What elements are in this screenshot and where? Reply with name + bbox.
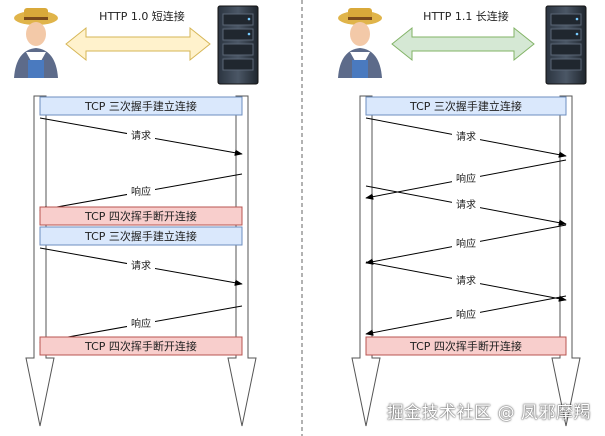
server-lifeline xyxy=(551,95,581,427)
tcp-handshake-box xyxy=(39,96,243,116)
step-label: TCP 三次握手建立连接 xyxy=(84,99,197,113)
step-label: TCP 三次握手建立连接 xyxy=(409,99,522,113)
message-label-bg xyxy=(452,273,480,287)
panel-title: HTTP 1.1 长连接 xyxy=(423,10,509,23)
server-lifeline xyxy=(227,95,257,427)
farmer-client-icon xyxy=(338,8,382,78)
message-label-bg xyxy=(127,258,155,272)
client-lifeline xyxy=(25,95,55,427)
tcp-teardown-box xyxy=(365,336,567,356)
response-label: 响应 xyxy=(456,172,476,185)
message-label-bg xyxy=(452,236,480,250)
panel-http11: HTTP 1.1 长连接 TCP 三次握手建立连接请求响应请求响应请求响应TCP… xyxy=(338,5,587,427)
farmer-client-icon xyxy=(14,8,58,78)
response-label: 响应 xyxy=(456,237,476,250)
connection-arrow xyxy=(65,26,211,62)
message-label-bg xyxy=(127,316,155,330)
request-label: 请求 xyxy=(131,259,151,272)
tcp-handshake-box xyxy=(365,96,567,116)
request-label: 请求 xyxy=(456,274,476,287)
step-label: TCP 四次挥手断开连接 xyxy=(84,209,197,223)
watermark: 掘金技术社区 @ 凤邪摩羯 xyxy=(386,403,591,423)
response-label: 响应 xyxy=(131,317,151,330)
request-label: 请求 xyxy=(456,198,476,211)
message-label-bg xyxy=(452,129,480,143)
message-label-bg xyxy=(127,128,155,142)
request-label: 请求 xyxy=(131,129,151,142)
server-rack-icon xyxy=(545,5,587,85)
connection-arrow xyxy=(391,26,535,62)
response-label: 响应 xyxy=(456,308,476,321)
tcp-teardown-box xyxy=(39,206,243,226)
message-label-bg xyxy=(452,171,480,185)
step-label: TCP 四次挥手断开连接 xyxy=(84,339,197,353)
message-label-bg xyxy=(452,197,480,211)
tcp-handshake-box xyxy=(39,226,243,246)
server-rack-icon xyxy=(217,5,259,85)
response-label: 响应 xyxy=(131,185,151,198)
tcp-teardown-box xyxy=(39,336,243,356)
message-label-bg xyxy=(452,307,480,321)
request-label: 请求 xyxy=(456,130,476,143)
step-label: TCP 四次挥手断开连接 xyxy=(409,339,522,353)
step-label: TCP 三次握手建立连接 xyxy=(84,229,197,243)
panel-title: HTTP 1.0 短连接 xyxy=(99,9,185,23)
message-label-bg xyxy=(127,184,155,198)
